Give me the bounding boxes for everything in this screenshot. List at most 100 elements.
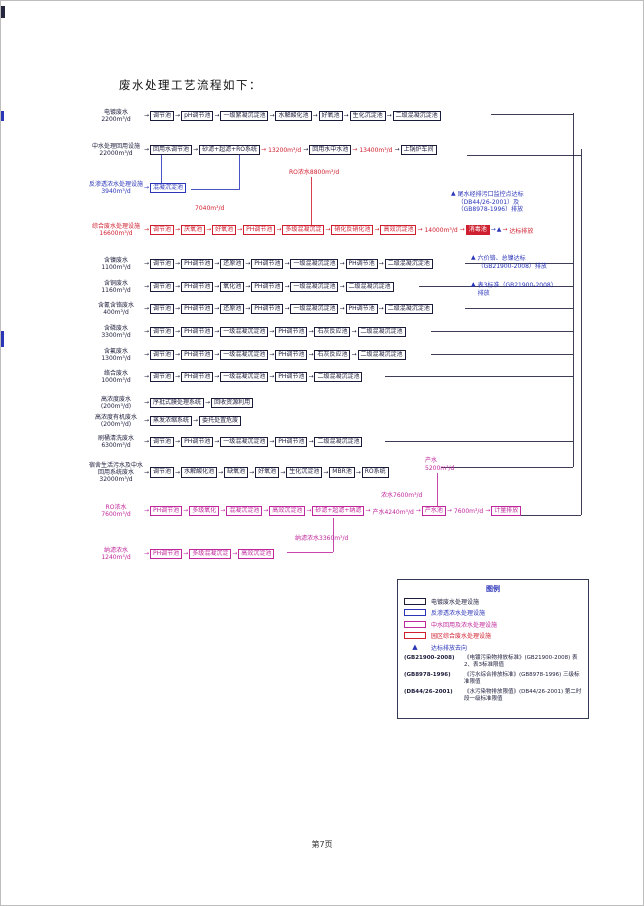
flow-box: 一级絮凝沉淀池 [220, 110, 269, 122]
flow-box: 缺氧池 [224, 467, 249, 479]
flow-arrow-icon: → [214, 373, 220, 381]
stream-label-line: 反渗透浓水处理设施 [89, 181, 144, 188]
flow-arrow-icon: → [276, 226, 282, 234]
legend-item-label: 电镀废水处理设施 [431, 598, 480, 606]
legend-item-label: 达标排放去向 [431, 644, 468, 652]
stream-label-line: 宿舍生活污水及中水 [89, 462, 144, 469]
connector-line-magenta [287, 552, 333, 553]
stream-label-line: 3300m³/d [101, 332, 131, 340]
flow-arrow-icon: → [144, 373, 150, 381]
flow-box: PH调节池 [345, 258, 378, 270]
flow-box: MBR池 [329, 467, 355, 479]
flow-arrow-icon: → [175, 468, 181, 476]
flow-arrow-icon: → [415, 507, 421, 515]
flow-arrow-icon: → [303, 146, 309, 154]
flow-arrow-icon: → [144, 351, 150, 359]
annotation-text: 7040m³/d [195, 205, 224, 213]
stream-label-line: 2200m³/d [101, 116, 131, 124]
stream-label-line: 1000m³/d [101, 377, 131, 385]
flow-box: 二级混凝沉淀池 [392, 110, 441, 122]
annotation-triangle-icon: ▲ [471, 281, 476, 288]
flow-value-text: 产水4240m³/d [372, 508, 414, 516]
stream-label-line: 含铜废水 [103, 280, 128, 287]
flow-box: 厌氧池 [181, 224, 206, 236]
flow-arrow-icon: → [214, 351, 220, 359]
flow-box: 生化沉淀池 [286, 467, 323, 479]
flow-arrow-icon: → [175, 438, 181, 446]
flow-box: 一级混凝沉淀池 [290, 303, 339, 315]
flow-box: 调节池 [150, 436, 175, 448]
legend-swatch [404, 609, 426, 616]
flow-box: 一级混凝沉淀池 [220, 371, 269, 383]
stream-label-line: 电镀废水 [103, 109, 128, 116]
flow-arrow-icon: → [355, 468, 361, 476]
page-footer: 第7页 [311, 840, 333, 849]
flow-arrow-icon: → [502, 226, 508, 234]
annotation-text: 浓水7600m³/d [381, 492, 422, 500]
legend-standard-key: (GB8978-1996) [404, 671, 451, 678]
flow-box: 高效沉淀池 [380, 224, 417, 236]
annotation-nf-concentrate-3360: 纳滤浓水3360m³/d [295, 535, 348, 543]
flow-box: 调节池 [150, 371, 175, 383]
flow-box: 二级混凝沉淀池 [357, 326, 406, 338]
flow-arrow-icon: → [351, 351, 357, 359]
flow-value-text: 14000m³/d [424, 226, 458, 234]
flow-arrow-icon: → [175, 283, 181, 291]
flow-box: 二级混凝沉淀池 [384, 258, 433, 270]
legend-title: 图例 [486, 585, 500, 593]
flow-arrow-icon: → [245, 305, 251, 313]
flow-value-text: 13400m³/d [359, 146, 393, 154]
flow-box: RO系统 [361, 467, 389, 479]
annotation-line: （GB8978-1996）排放 [457, 206, 524, 213]
flow-arrow-icon: → [175, 328, 181, 336]
flow-value-text: 13200m³/d [268, 146, 302, 154]
flow-arrow-icon: → [308, 351, 314, 359]
stream-label-line: 回用系统废水 [97, 469, 134, 477]
legend-item: 园区综合废水处理设施 [404, 631, 582, 640]
connector-line [465, 263, 573, 264]
flow-arrow-icon: → [237, 226, 243, 234]
flow-arrow-icon: → [214, 438, 220, 446]
flow-box: 序批式膜处理系统 [150, 397, 205, 409]
flow-arrow-icon: → [144, 112, 150, 120]
flow-box: 调节池 [150, 467, 175, 479]
flow-arrow-icon: → [343, 112, 349, 120]
flow-box: 调节池 [150, 326, 175, 338]
stream-label: 高浓度有机废水(200m³/d) [89, 414, 143, 428]
flow-box: 调节池 [150, 224, 175, 236]
flow-box: 高效沉淀池 [269, 505, 306, 517]
connector-line-magenta [333, 518, 334, 552]
flow-arrow-icon: → [269, 438, 275, 446]
flow-box: 一级混凝沉淀池 [290, 281, 339, 293]
connector-line [419, 286, 573, 287]
flow-arrow-icon: → [232, 550, 238, 558]
flow-box: 砂滤+超滤+纳滤 [312, 505, 365, 517]
flow-box: 二级混凝沉淀池 [314, 371, 363, 383]
page-title: 废水处理工艺流程如下： [119, 78, 262, 92]
flow-box: 二级混凝沉淀池 [345, 281, 394, 293]
annotation-line: 纳滤浓水3360m³/d [295, 535, 349, 542]
flow-box: 消毒池 [465, 224, 490, 236]
flow-arrow-icon: → [308, 328, 314, 336]
flow-box: 还原池 [220, 258, 245, 270]
annotation-flow-7040: 7040m³/d [195, 205, 224, 213]
stream-label-line: 1100m³/d [101, 264, 131, 272]
flow-arrow-icon: → [175, 305, 181, 313]
flow-arrow-icon: → [175, 351, 181, 359]
stream-label-line: 含磷废水 [103, 325, 128, 332]
flow-box: PH调节池 [181, 349, 214, 361]
flow-arrow-icon: → [214, 112, 220, 120]
flow-arrow-icon: → [183, 507, 189, 515]
legend-standard-description: 《电镀污染物排放标准》(GB21900-2008) 表2、表3标准限值 [464, 654, 578, 668]
flow-box: PH调节池 [181, 281, 214, 293]
